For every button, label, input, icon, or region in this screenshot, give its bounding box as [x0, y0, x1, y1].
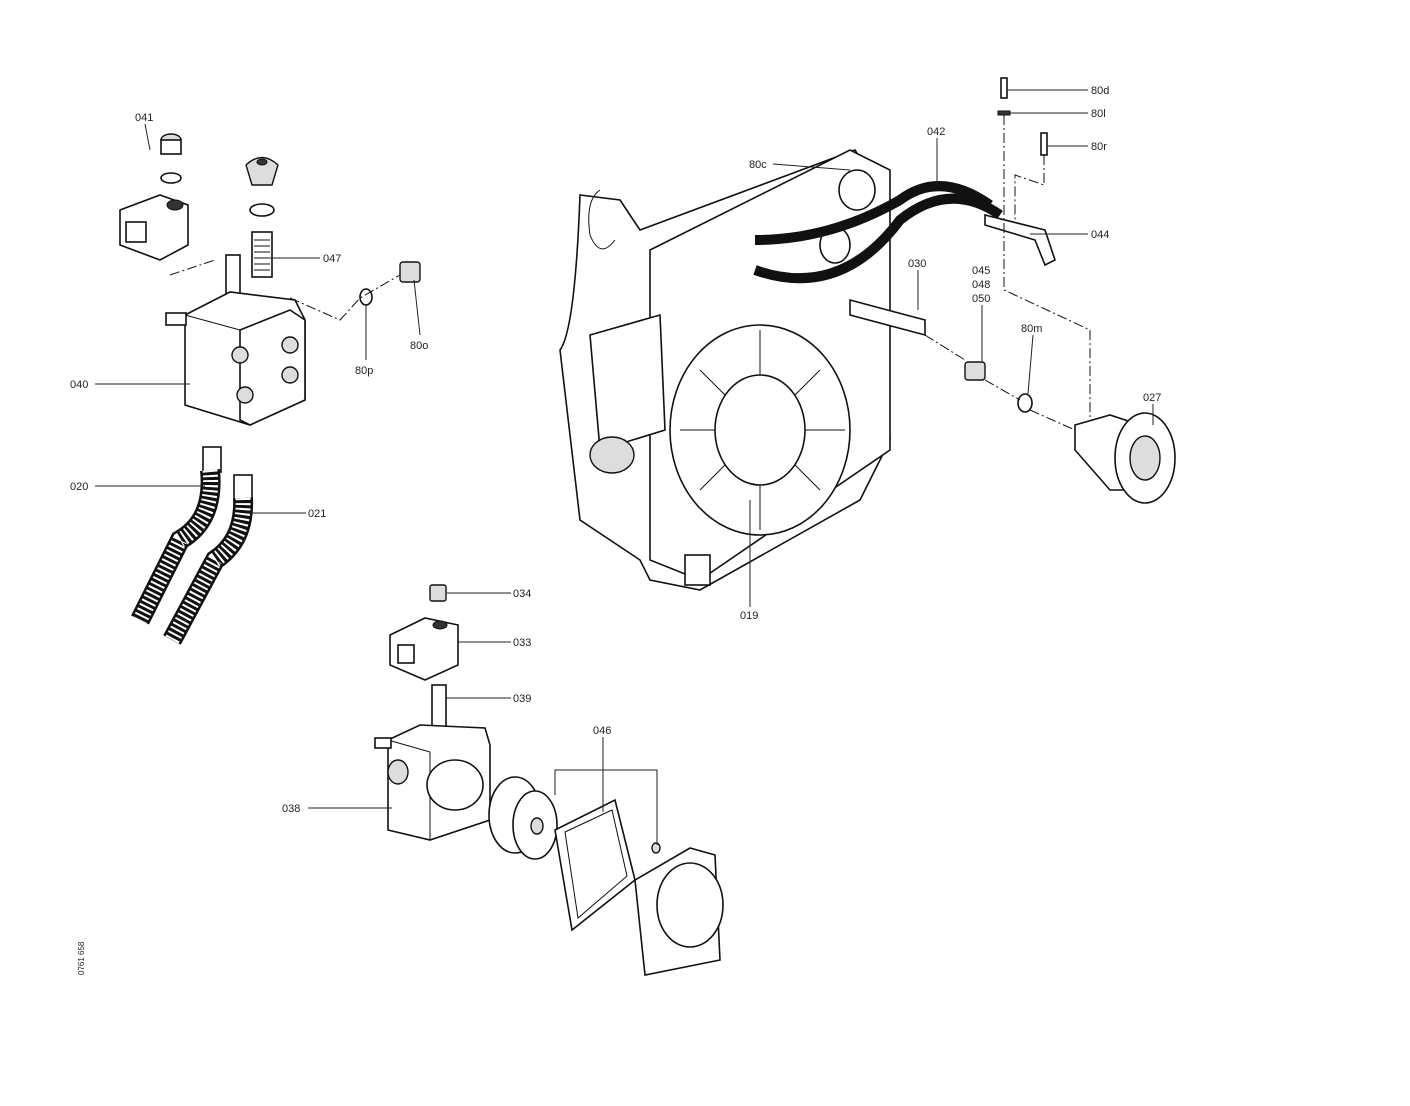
label-039: 039: [513, 693, 531, 705]
label-045: 045: [972, 265, 990, 277]
part-labels: 041 047 80o 80p 040 020 021 80c 042 80d …: [70, 85, 1161, 975]
label-042: 042: [927, 126, 945, 138]
label-033: 033: [513, 637, 531, 649]
label-80p: 80p: [355, 365, 373, 377]
part-044-bracket: [984, 213, 1056, 267]
label-019: 019: [740, 610, 758, 622]
label-040: 040: [70, 379, 88, 391]
label-80d: 80d: [1091, 85, 1109, 97]
label-047: 047: [323, 253, 341, 265]
label-041: 041: [135, 112, 153, 124]
label-021: 021: [308, 508, 326, 520]
part-046-coupling-and-flange: [488, 776, 724, 976]
part-047-filter: [245, 156, 279, 278]
label-020: 020: [70, 481, 88, 493]
label-046: 046: [593, 725, 611, 737]
part-020-021-oil-hoses: [131, 446, 254, 645]
label-80m: 80m: [1021, 323, 1042, 335]
label-050: 050: [972, 293, 990, 305]
part-045-048-050-nozzle: [964, 361, 986, 381]
label-80r: 80r: [1091, 141, 1107, 153]
label-044: 044: [1091, 229, 1109, 241]
label-048: 048: [972, 279, 990, 291]
label-027: 027: [1143, 392, 1161, 404]
part-040-oil-pump: [165, 254, 306, 426]
part-027-burner-head: [1074, 412, 1176, 504]
drawing-number: 0761 658: [77, 941, 86, 975]
part-034-nut: [429, 584, 447, 602]
part-80m-ring: [1017, 393, 1033, 413]
label-038: 038: [282, 803, 300, 815]
label-034: 034: [513, 588, 531, 600]
label-030: 030: [908, 258, 926, 270]
label-80l: 80l: [1091, 108, 1106, 120]
label-80o: 80o: [410, 340, 428, 352]
part-038-pump: [374, 724, 491, 841]
part-041-solenoid-coil: [119, 133, 189, 261]
part-019-fan-housing: [559, 149, 1003, 591]
label-80c: 80c: [749, 159, 767, 171]
part-033-coil: [389, 617, 459, 681]
leader-lines: [95, 89, 1154, 845]
part-80p-80o-fittings: [359, 261, 421, 306]
